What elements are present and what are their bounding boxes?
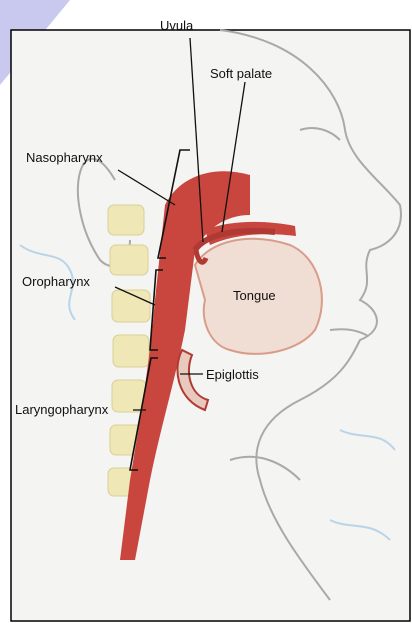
label-soft-palate: Soft palate <box>210 66 272 81</box>
label-laryngopharynx: Laryngopharynx <box>15 402 109 417</box>
label-tongue: Tongue <box>233 288 276 303</box>
label-uvula: Uvula <box>160 18 194 33</box>
label-epiglottis: Epiglottis <box>206 367 259 382</box>
label-nasopharynx: Nasopharynx <box>26 150 103 165</box>
label-oropharynx: Oropharynx <box>22 274 90 289</box>
